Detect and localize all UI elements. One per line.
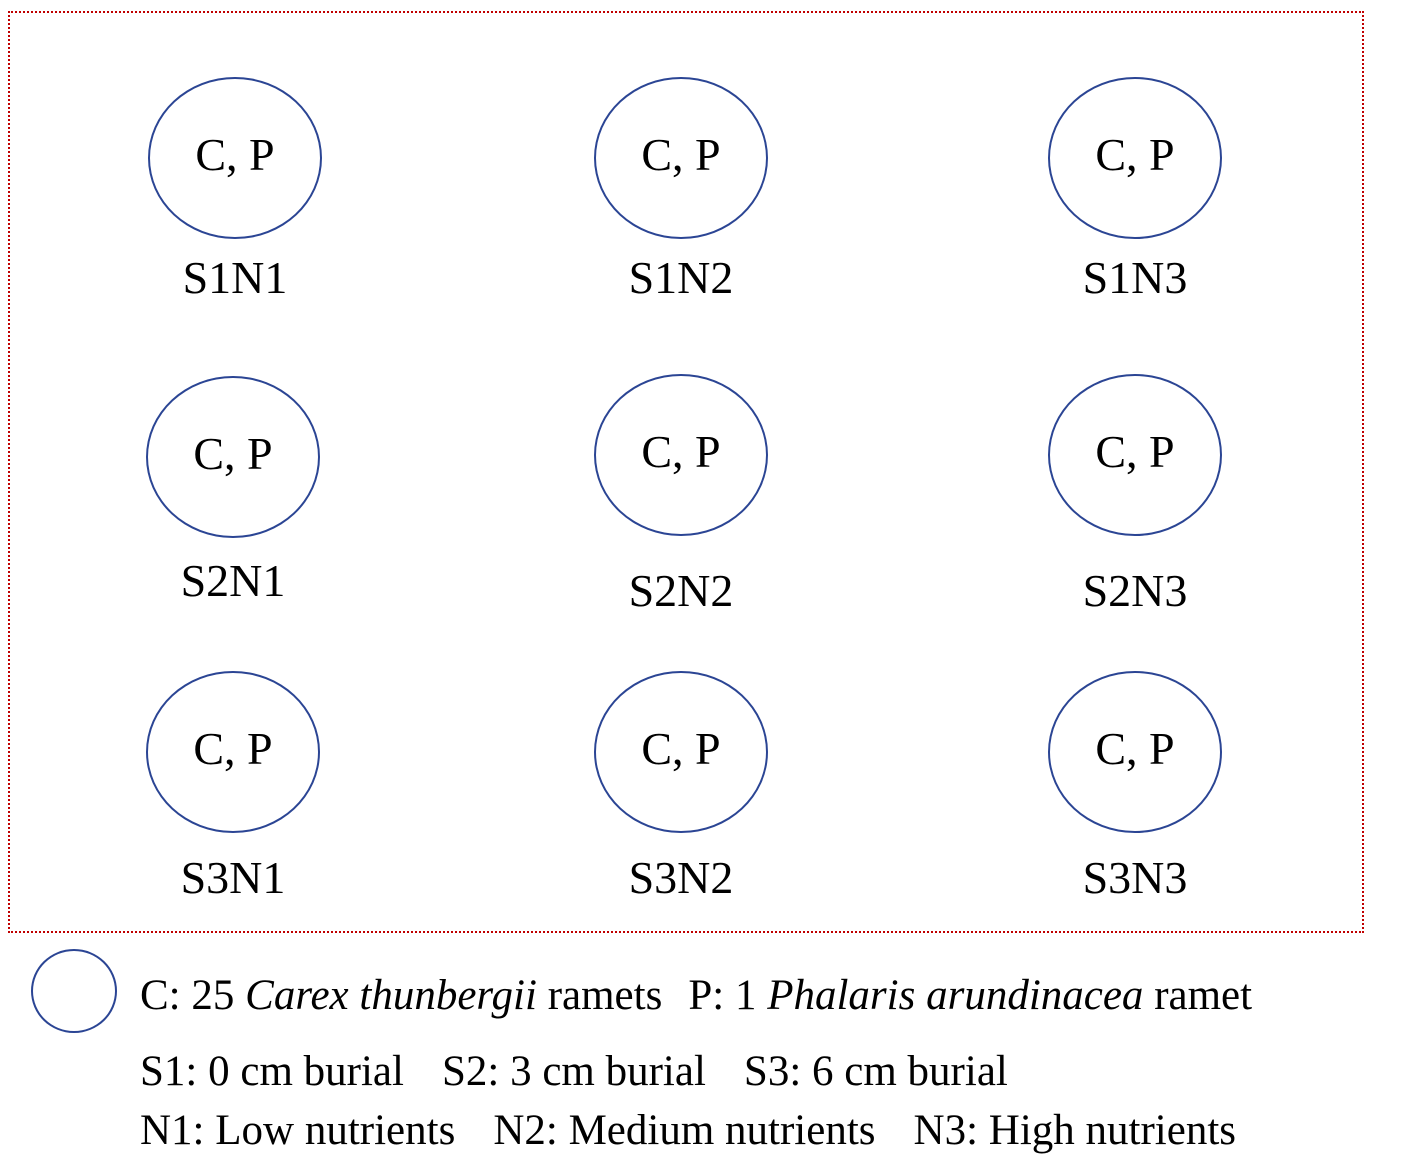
legend-p-species: Phalaris arundinacea xyxy=(767,972,1144,1019)
plot-content: C, P xyxy=(641,723,721,774)
plot-content: C, P xyxy=(195,129,275,180)
plot-content: C, P xyxy=(641,426,721,477)
legend-c-suffix: ramets xyxy=(536,972,663,1019)
legend-c-prefix: C: 25 xyxy=(140,972,246,1019)
legend-n1: N1: Low nutrients xyxy=(140,1107,456,1154)
plot-circle: C, P xyxy=(594,77,768,239)
plot-circle: C, P xyxy=(148,77,322,239)
plot-circle: C, P xyxy=(1048,374,1222,536)
legend-n2: N2: Medium nutrients xyxy=(493,1107,876,1154)
plot-s3n3: C, P S3N3 xyxy=(1015,671,1255,911)
plot-content: C, P xyxy=(1095,723,1175,774)
plot-content: C, P xyxy=(1095,426,1175,477)
plot-label: S2N1 xyxy=(180,555,286,606)
plot-s2n2: C, P S2N2 xyxy=(561,374,801,614)
plot-circle: C, P xyxy=(1048,77,1222,239)
plot-label: S1N2 xyxy=(628,252,734,303)
plot-label: S3N2 xyxy=(628,852,734,903)
legend-s1: S1: 0 cm burial xyxy=(140,1048,404,1095)
legend-species-line: C: 25 Carex thunbergii ramets P: 1 Phalar… xyxy=(140,974,1252,1017)
legend-burial-line: S1: 0 cm burial S2: 3 cm burial S3: 6 cm b… xyxy=(140,1050,1008,1093)
plot-label: S1N3 xyxy=(1082,252,1188,303)
plot-s2n3: C, P S2N3 xyxy=(1015,374,1255,614)
plot-content: C, P xyxy=(1095,129,1175,180)
legend-nutrient-line: N1: Low nutrients N2: Medium nutrients N3:… xyxy=(140,1109,1236,1152)
legend-s3: S3: 6 cm burial xyxy=(743,1048,1008,1095)
plot-content: C, P xyxy=(193,428,273,479)
plot-s1n2: C, P S1N2 xyxy=(561,77,801,317)
plot-circle: C, P xyxy=(146,671,320,833)
plot-s3n1: C, P S3N1 xyxy=(113,671,353,911)
legend-s2: S2: 3 cm burial xyxy=(441,1048,706,1095)
legend-p-prefix: P: 1 xyxy=(688,972,768,1019)
legend-p-suffix: ramet xyxy=(1143,972,1253,1019)
plot-label: S1N1 xyxy=(182,252,288,303)
plot-s3n2: C, P S3N2 xyxy=(561,671,801,911)
experiment-frame xyxy=(8,11,1364,933)
legend-n3: N3: High nutrients xyxy=(913,1107,1236,1154)
legend-circle-icon xyxy=(31,949,117,1033)
plot-label: S3N3 xyxy=(1082,852,1188,903)
plot-label: S2N3 xyxy=(1082,565,1188,616)
plot-circle: C, P xyxy=(594,671,768,833)
plot-circle: C, P xyxy=(594,374,768,536)
plot-s2n1: C, P S2N1 xyxy=(113,376,353,616)
legend-c-species: Carex thunbergii xyxy=(245,972,537,1019)
plot-s1n3: C, P S1N3 xyxy=(1015,77,1255,317)
plot-label: S3N1 xyxy=(180,852,286,903)
plot-content: C, P xyxy=(641,129,721,180)
plot-label: S2N2 xyxy=(628,565,734,616)
plot-s1n1: C, P S1N1 xyxy=(115,77,355,317)
plot-content: C, P xyxy=(193,723,273,774)
plot-circle: C, P xyxy=(1048,671,1222,833)
plot-circle: C, P xyxy=(146,376,320,538)
